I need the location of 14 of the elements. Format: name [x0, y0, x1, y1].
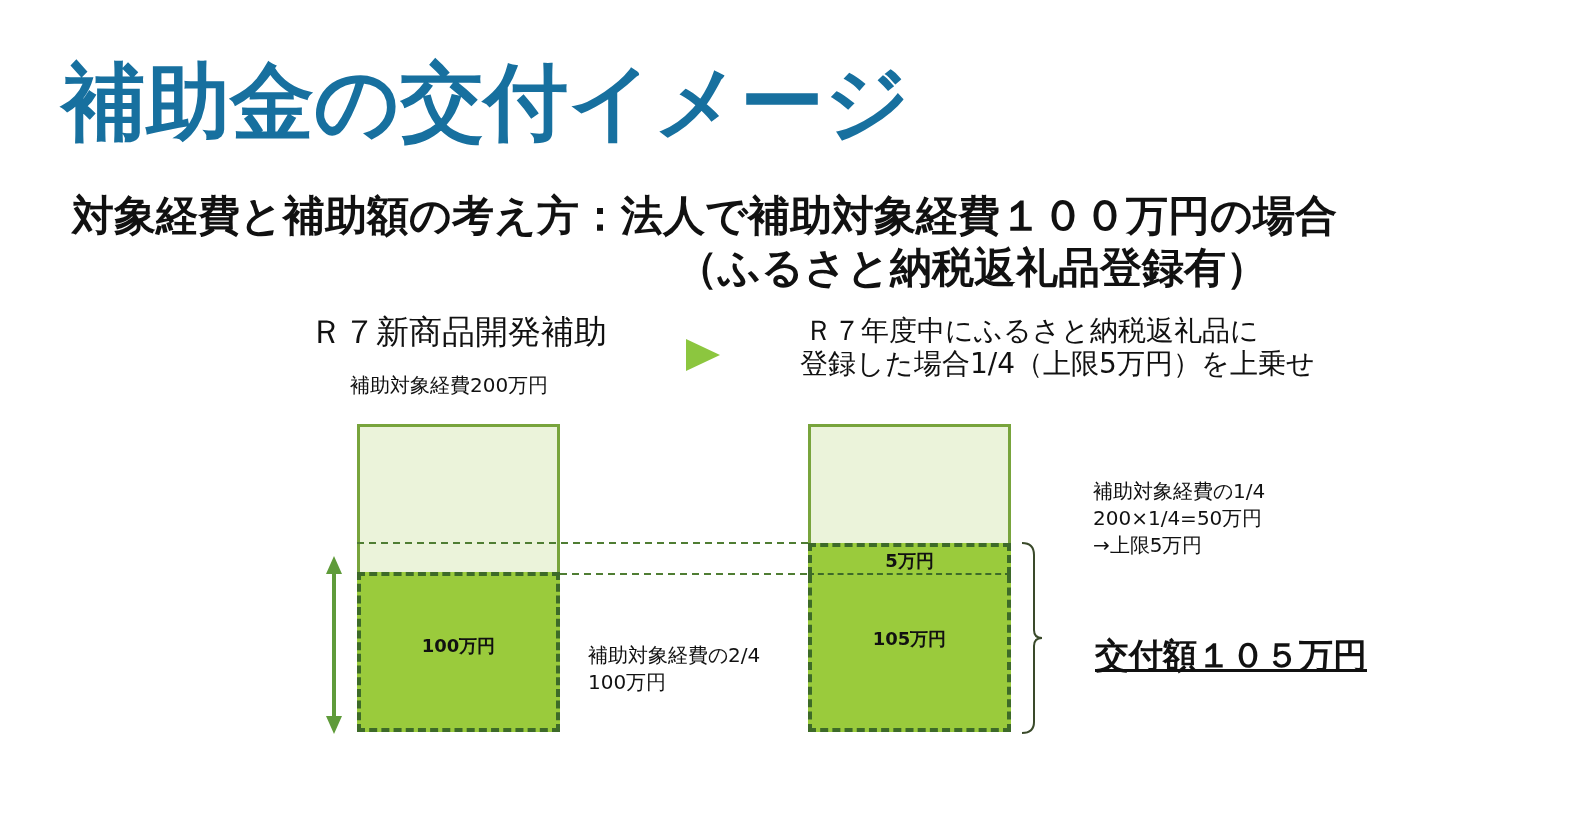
bonus-band: 5万円 [808, 543, 1011, 575]
subsidy-box: 100万円 [357, 572, 560, 732]
calculation-note: 補助対象経費の1/4 200×1/4=50万円 →上限5万円 [1093, 478, 1266, 559]
subtitle: 対象経費と補助額の考え方：法人で補助対象経費１００万円の場合 [72, 190, 1337, 242]
section-heading: Ｒ７年度中にふるさと納税返礼品に [805, 313, 1259, 349]
calculation-note: 補助対象経費の2/4 100万円 [588, 642, 761, 696]
bar-top [357, 424, 560, 572]
total-amount: 交付額１０５万円 [1095, 634, 1367, 677]
section-heading: Ｒ７新商品開発補助 [310, 311, 607, 353]
subsidy-box: 105万円 [808, 575, 1011, 732]
cost-note: 補助対象経費200万円 [350, 372, 549, 399]
subtitle: （ふるさと納税返礼品登録有） [676, 242, 1268, 294]
section-heading: 登録した場合1/4（上限5万円）を上乗せ [800, 346, 1315, 382]
bar-top [808, 424, 1011, 543]
